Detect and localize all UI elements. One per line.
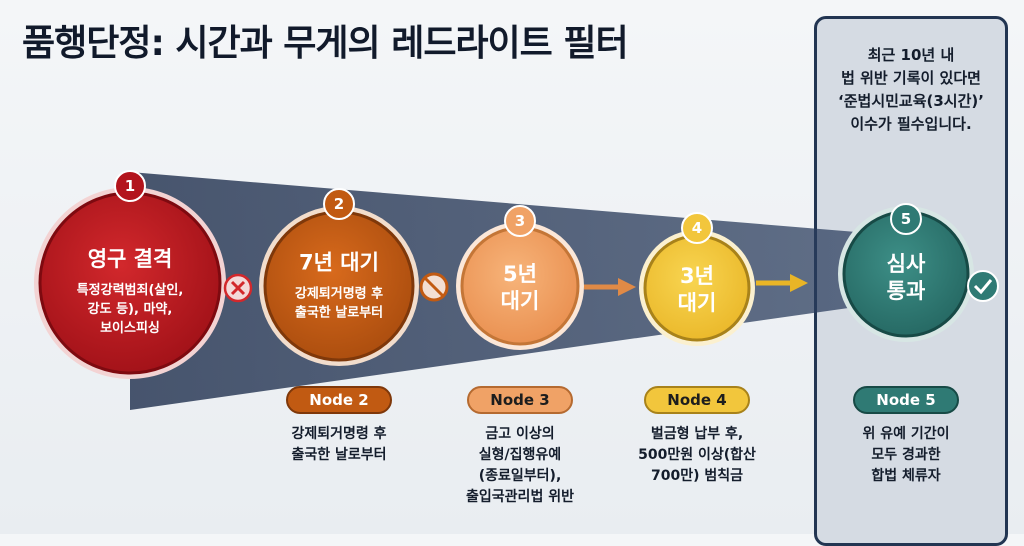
node-3-pill: Node 3 (467, 386, 573, 414)
node-1-title: 영구 결격 (87, 247, 173, 271)
node-2-sub-line: 출국한 날로부터 (294, 305, 384, 321)
node-3-text: 5년 대기 (501, 261, 540, 315)
node-1-shape (34, 170, 226, 379)
node-2-pill: Node 2 (286, 386, 392, 414)
side-note: 최근 10년 내 법 위반 기록이 있다면 ‘준법시민교육(3시간)’ 이수가 … (822, 44, 1000, 136)
node-3-desc-line: (종료일부터), (478, 468, 562, 484)
node-4-shape (639, 212, 755, 346)
x-icon (223, 273, 253, 303)
node-1-sub: 특정강력범죄(살인, 강도 등), 마약, 보이스피싱 (77, 281, 184, 338)
node-1-sub-line: 특정강력범죄(살인, (76, 283, 184, 298)
node-5-desc-line: 모두 경과한 (871, 447, 941, 463)
side-note-line: ‘준법시민교육(3시간)’ (838, 92, 984, 110)
node-1-sub-line: 보이스피싱 (100, 321, 160, 336)
side-note-line: 최근 10년 내 (867, 46, 955, 64)
node-3-description: 금고 이상의 실형/집행유예 (종료일부터), 출입국관리법 위반 (466, 424, 574, 508)
flow-diagram (34, 170, 999, 410)
node-5-shape (838, 203, 974, 342)
arrow-icon (756, 274, 808, 292)
node-3-desc-line: 출입국관리법 위반 (466, 489, 574, 505)
node-5-number: 5 (900, 210, 912, 228)
node-3-desc-line: 실형/집행유예 (478, 447, 562, 463)
page-title: 품행단정: 시간과 무게의 레드라이트 필터 (22, 23, 629, 64)
node-5-desc-line: 합법 체류자 (871, 468, 941, 484)
node-5-title-line: 통과 (886, 279, 926, 303)
node-5-pill: Node 5 (853, 386, 959, 414)
node-4-desc-line: 700만) 범칙금 (650, 468, 744, 484)
side-note-line: 이수가 필수입니다. (850, 115, 972, 133)
node-2-sub: 강제퇴거명령 후 출국한 날로부터 (295, 285, 383, 323)
node-3-title-line: 5년 (503, 262, 537, 286)
node-4-title-line: 대기 (677, 291, 717, 315)
node-3-shape (456, 205, 584, 350)
node-1-sub-line: 강도 등), 마약, (87, 302, 173, 317)
node-4-pill: Node 4 (644, 386, 750, 414)
node-1-text: 영구 결격 특정강력범죄(살인, 강도 등), 마약, 보이스피싱 (77, 246, 184, 338)
node-3-desc-line: 금고 이상의 (485, 426, 555, 442)
node-1-number: 1 (124, 177, 136, 195)
node-5-description: 위 유예 기간이 모두 경과한 합법 체류자 (862, 424, 949, 487)
node-3-title-line: 대기 (500, 289, 540, 313)
node-2-text: 7년 대기 강제퇴거명령 후 출국한 날로부터 (295, 250, 383, 323)
node-4-title-line: 3년 (680, 264, 714, 288)
node-4-description: 벌금형 납부 후, 500만원 이상(합산 700만) 범칙금 (638, 424, 756, 487)
prohibited-icon (419, 272, 449, 302)
node-2-desc-line: 강제퇴거명령 후 (291, 426, 387, 442)
side-note-line: 법 위반 기록이 있다면 (841, 69, 981, 87)
node-2-number: 2 (333, 195, 345, 213)
node-5-desc-line: 위 유예 기간이 (862, 426, 950, 442)
node-4-text: 3년 대기 (678, 263, 717, 317)
node-3-number: 3 (514, 212, 526, 230)
node-2-title: 7년 대기 (299, 250, 379, 275)
check-icon (967, 270, 999, 302)
node-2-desc-line: 출국한 날로부터 (291, 447, 387, 463)
node-5-title-line: 심사 (886, 252, 926, 276)
node-2-sub-line: 강제퇴거명령 후 (294, 286, 384, 302)
node-2-description: 강제퇴거명령 후 출국한 날로부터 (291, 424, 386, 466)
arrow-icon (584, 278, 636, 296)
node-4-desc-line: 벌금형 납부 후, (650, 426, 744, 442)
node-5-text: 심사 통과 (887, 251, 926, 305)
node-4-number: 4 (691, 219, 703, 237)
node-4-desc-line: 500만원 이상(합산 (638, 447, 756, 463)
node-2-shape (259, 188, 419, 366)
